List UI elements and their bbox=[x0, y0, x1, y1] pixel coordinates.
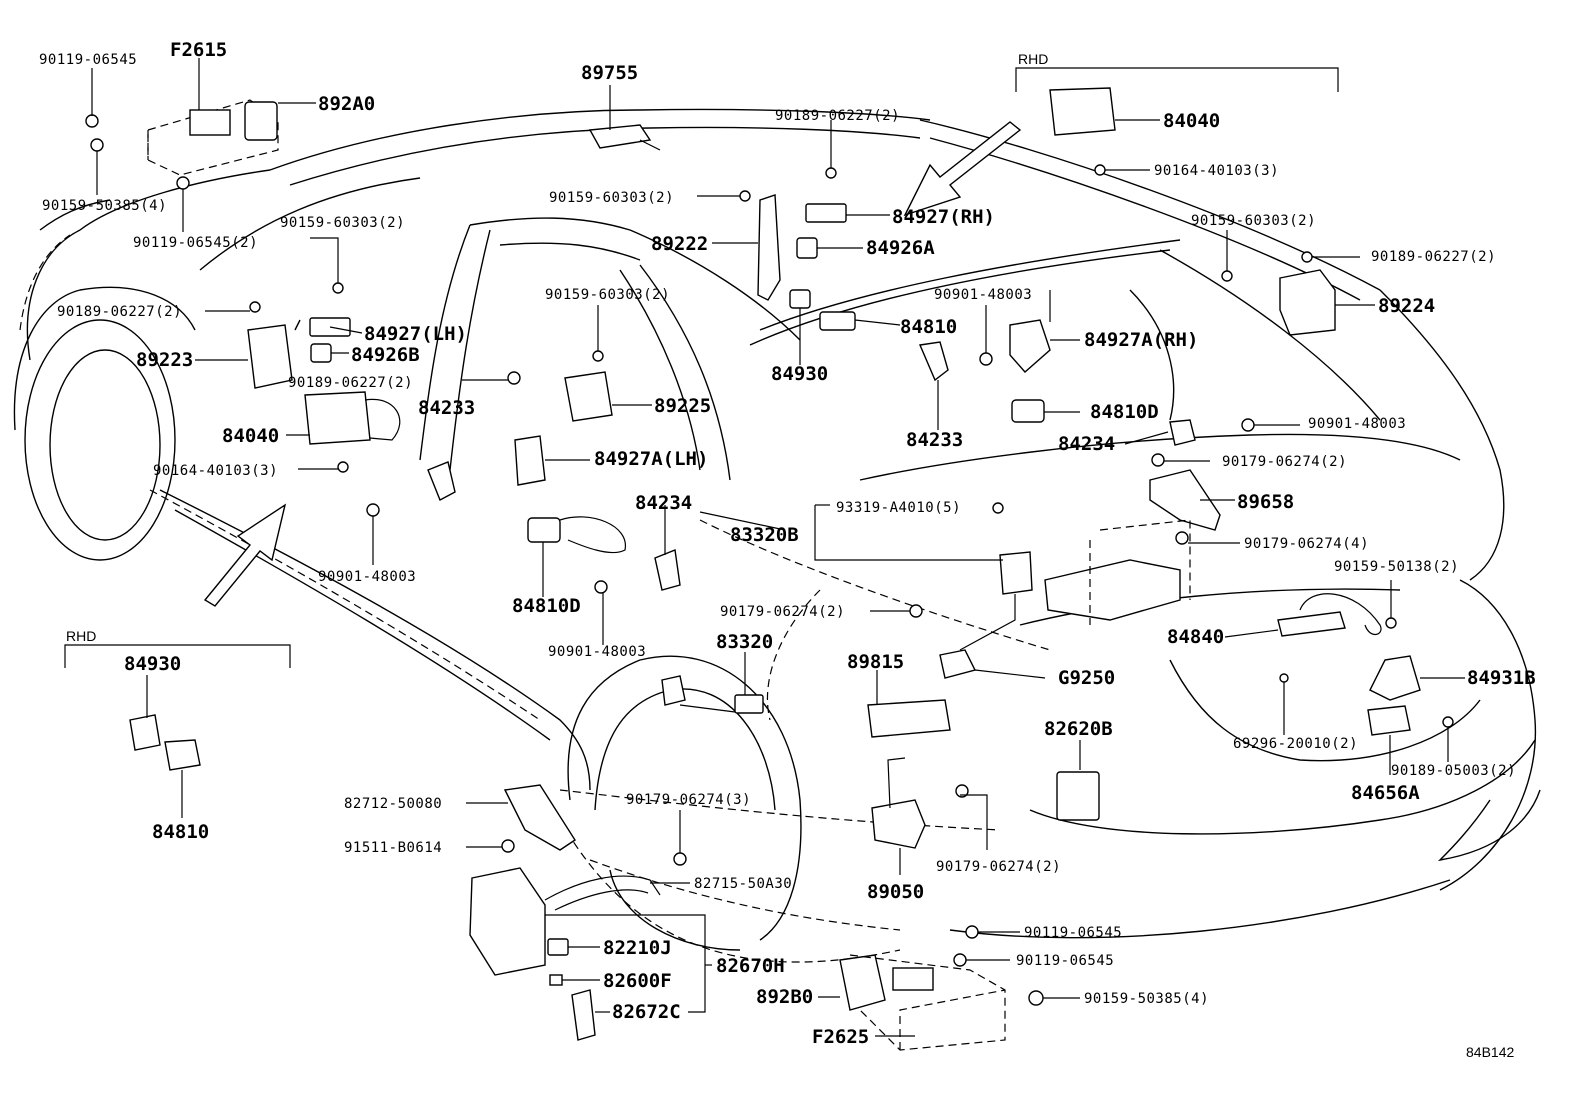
label-90119-06545-2: 90119-06545(2) bbox=[133, 235, 258, 251]
label-83320: 83320 bbox=[716, 631, 773, 653]
label-84930: 84930 bbox=[124, 653, 181, 675]
label-84040: 84040 bbox=[1163, 110, 1220, 132]
label-90159-50138-2: 90159-50138(2) bbox=[1334, 559, 1459, 575]
label-90179-06274-2: 90179-06274(2) bbox=[720, 604, 845, 620]
car-body-outline bbox=[13, 108, 1541, 963]
label-82670H: 82670H bbox=[716, 955, 785, 977]
label-83320B: 83320B bbox=[730, 524, 799, 546]
label-84931B: 84931B bbox=[1467, 667, 1536, 689]
label-82712-50080: 82712-50080 bbox=[344, 796, 442, 812]
label-82715-50A30: 82715-50A30 bbox=[694, 876, 792, 892]
label-90179-06274-4: 90179-06274(4) bbox=[1244, 536, 1369, 552]
view-arrow-right bbox=[903, 121, 1022, 217]
figure-id: 84B142 bbox=[1466, 1044, 1514, 1060]
label-90901-48003: 90901-48003 bbox=[318, 569, 416, 585]
label-892A0: 892A0 bbox=[318, 93, 375, 115]
part-shapes bbox=[85, 87, 1454, 1051]
label-84810: 84810 bbox=[900, 316, 957, 338]
label-84927-RH: 84927(RH) bbox=[892, 206, 995, 228]
label-892B0: 892B0 bbox=[756, 986, 813, 1008]
label-84927-LH: 84927(LH) bbox=[364, 323, 467, 345]
label-84840: 84840 bbox=[1167, 626, 1224, 648]
label-69296-20010-2: 69296-20010(2) bbox=[1233, 736, 1358, 752]
label-90901-48003: 90901-48003 bbox=[1308, 416, 1406, 432]
label-91511-B0614: 91511-B0614 bbox=[344, 840, 442, 856]
label-90179-06274-2: 90179-06274(2) bbox=[1222, 454, 1347, 470]
label-90179-06274-2: 90179-06274(2) bbox=[936, 859, 1061, 875]
label-84927A-RH: 84927A(RH) bbox=[1084, 329, 1198, 351]
rhd-label-top: RHD bbox=[1018, 51, 1048, 67]
label-90189-06227-2: 90189-06227(2) bbox=[775, 108, 900, 124]
label-90901-48003: 90901-48003 bbox=[548, 644, 646, 660]
label-89225: 89225 bbox=[654, 395, 711, 417]
label-90189-06227-2: 90189-06227(2) bbox=[288, 375, 413, 391]
label-90901-48003: 90901-48003 bbox=[934, 287, 1032, 303]
label-90159-60303-2: 90159-60303(2) bbox=[545, 287, 670, 303]
label-90119-06545: 90119-06545 bbox=[1016, 953, 1114, 969]
label-84930: 84930 bbox=[771, 363, 828, 385]
label-90179-06274-3: 90179-06274(3) bbox=[626, 792, 751, 808]
label-G9250: G9250 bbox=[1058, 667, 1115, 689]
label-84233: 84233 bbox=[418, 397, 475, 419]
label-90189-06227-2: 90189-06227(2) bbox=[57, 304, 182, 320]
label-84233: 84233 bbox=[906, 429, 963, 451]
label-82600F: 82600F bbox=[603, 970, 672, 992]
label-90159-60303-2: 90159-60303(2) bbox=[280, 215, 405, 231]
label-90164-40103-3: 90164-40103(3) bbox=[1154, 163, 1279, 179]
label-84927A-LH: 84927A(LH) bbox=[594, 448, 708, 470]
label-84810D: 84810D bbox=[512, 595, 581, 617]
label-F2625: F2625 bbox=[812, 1026, 869, 1048]
view-arrow-left bbox=[203, 503, 287, 607]
label-84810D: 84810D bbox=[1090, 401, 1159, 423]
label-90159-50385-4: 90159-50385(4) bbox=[1084, 991, 1209, 1007]
label-93319-A4010-5: 93319-A4010(5) bbox=[836, 500, 961, 516]
label-84234: 84234 bbox=[635, 492, 692, 514]
label-90189-05003-2: 90189-05003(2) bbox=[1391, 763, 1516, 779]
label-82620B: 82620B bbox=[1044, 718, 1113, 740]
label-90119-06545: 90119-06545 bbox=[39, 52, 137, 68]
label-F2615: F2615 bbox=[170, 39, 227, 61]
label-90164-40103-3: 90164-40103(3) bbox=[153, 463, 278, 479]
label-90159-60303-2: 90159-60303(2) bbox=[549, 190, 674, 206]
label-84926B: 84926B bbox=[351, 344, 420, 366]
label-90159-50385-4: 90159-50385(4) bbox=[42, 198, 167, 214]
label-89222: 89222 bbox=[651, 233, 708, 255]
label-89223: 89223 bbox=[136, 349, 193, 371]
label-82210J: 82210J bbox=[603, 937, 672, 959]
label-90159-60303-2: 90159-60303(2) bbox=[1191, 213, 1316, 229]
label-90189-06227-2: 90189-06227(2) bbox=[1371, 249, 1496, 265]
label-89755: 89755 bbox=[581, 62, 638, 84]
label-84810: 84810 bbox=[152, 821, 209, 843]
label-84926A: 84926A bbox=[866, 237, 935, 259]
label-84656A: 84656A bbox=[1351, 782, 1420, 804]
label-89224: 89224 bbox=[1378, 295, 1435, 317]
leader-lines bbox=[91, 58, 1465, 1037]
label-89050: 89050 bbox=[867, 881, 924, 903]
label-89815: 89815 bbox=[847, 651, 904, 673]
rhd-bracket-top bbox=[1015, 67, 1339, 92]
part-labels: 90119-06545 F2615 892A0 90159-50385(4) 9… bbox=[39, 39, 1536, 1060]
rhd-label-left: RHD bbox=[66, 628, 96, 644]
rhd-bracket-left bbox=[64, 644, 291, 668]
label-89658: 89658 bbox=[1237, 491, 1294, 513]
label-84040: 84040 bbox=[222, 425, 279, 447]
label-84234: 84234 bbox=[1058, 433, 1115, 455]
label-90119-06545: 90119-06545 bbox=[1024, 925, 1122, 941]
label-82672C: 82672C bbox=[612, 1001, 681, 1023]
